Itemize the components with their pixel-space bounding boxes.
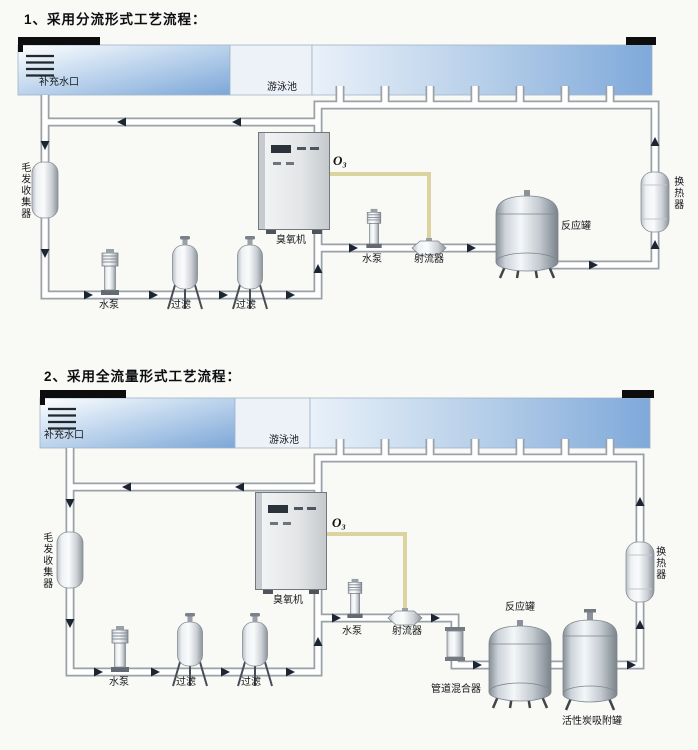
ozone-generator xyxy=(255,492,327,595)
main-pump xyxy=(110,625,130,673)
heat-exchanger xyxy=(625,541,655,603)
filter-2-label: 过滤 xyxy=(236,300,256,311)
heat-exchanger-label: 换热器 xyxy=(671,176,683,211)
jet-injector xyxy=(411,237,447,256)
jet-injector xyxy=(387,607,423,626)
section-1-title: 1、采用分流形式工艺流程： xyxy=(24,12,207,27)
booster-pump-label: 水泵 xyxy=(342,626,362,637)
reaction-tank xyxy=(487,618,553,710)
ozone-gas-label: O₃ xyxy=(333,153,347,168)
section-2-title: 2、采用全流量形式工艺流程： xyxy=(44,369,242,384)
ozone-gas-label: O₃ xyxy=(332,515,346,530)
hair-collector-label: 毛发收集器 xyxy=(18,162,30,220)
filter-1-label: 过滤 xyxy=(176,677,196,688)
heat-exchanger-label: 换热器 xyxy=(653,546,665,581)
pool-2 xyxy=(39,390,654,449)
reaction-tank-label: 反应罐 xyxy=(561,221,591,232)
filter-1-label: 过滤 xyxy=(171,300,191,311)
ozone-generator xyxy=(258,132,330,235)
deck-bar-left xyxy=(18,37,100,45)
hair-collector xyxy=(56,531,84,589)
ozone-generator-label: 臭氧机 xyxy=(273,595,303,606)
equipment-2 xyxy=(56,492,655,712)
makeup-water-label: 补充水口 xyxy=(39,77,79,88)
booster-pump xyxy=(365,208,383,249)
reaction-tank-label: 反应罐 xyxy=(505,602,535,613)
deck-bar-right xyxy=(626,37,656,45)
pool-label: 游泳池 xyxy=(267,82,297,93)
deck-bar-right xyxy=(622,390,654,398)
ozone-gas-line xyxy=(330,172,431,240)
deck-bar-left xyxy=(40,390,126,398)
makeup-water-label: 补充水口 xyxy=(44,430,84,441)
main-pump-label: 水泵 xyxy=(109,677,129,688)
main-pump-label: 水泵 xyxy=(99,300,119,311)
hair-collector-label: 毛发收集器 xyxy=(40,532,52,590)
injector-label: 射流器 xyxy=(414,254,444,265)
heat-exchanger xyxy=(640,171,670,233)
ozone-gas-line xyxy=(327,532,407,610)
flow-diagram-1 xyxy=(17,37,670,310)
main-pump xyxy=(100,248,120,296)
pipeline-mixer-label: 管道混合器 xyxy=(431,684,481,695)
booster-pump xyxy=(346,578,364,619)
reaction-tank xyxy=(494,188,560,280)
ozone-generator-label: 臭氧机 xyxy=(276,235,306,246)
hair-collector xyxy=(31,161,59,219)
flow-arrows-1 xyxy=(40,117,660,300)
injector-label: 射流器 xyxy=(392,626,422,637)
pool-1 xyxy=(17,37,656,96)
flow-diagram-2 xyxy=(39,390,655,712)
booster-pump-label: 水泵 xyxy=(362,254,382,265)
pipeline-mixer xyxy=(444,626,466,662)
activated-carbon-tank xyxy=(561,607,619,712)
carbon-tank-label: 活性炭吸附罐 xyxy=(562,716,622,727)
filter-2-label: 过滤 xyxy=(241,677,261,688)
pool-label: 游泳池 xyxy=(269,435,299,446)
